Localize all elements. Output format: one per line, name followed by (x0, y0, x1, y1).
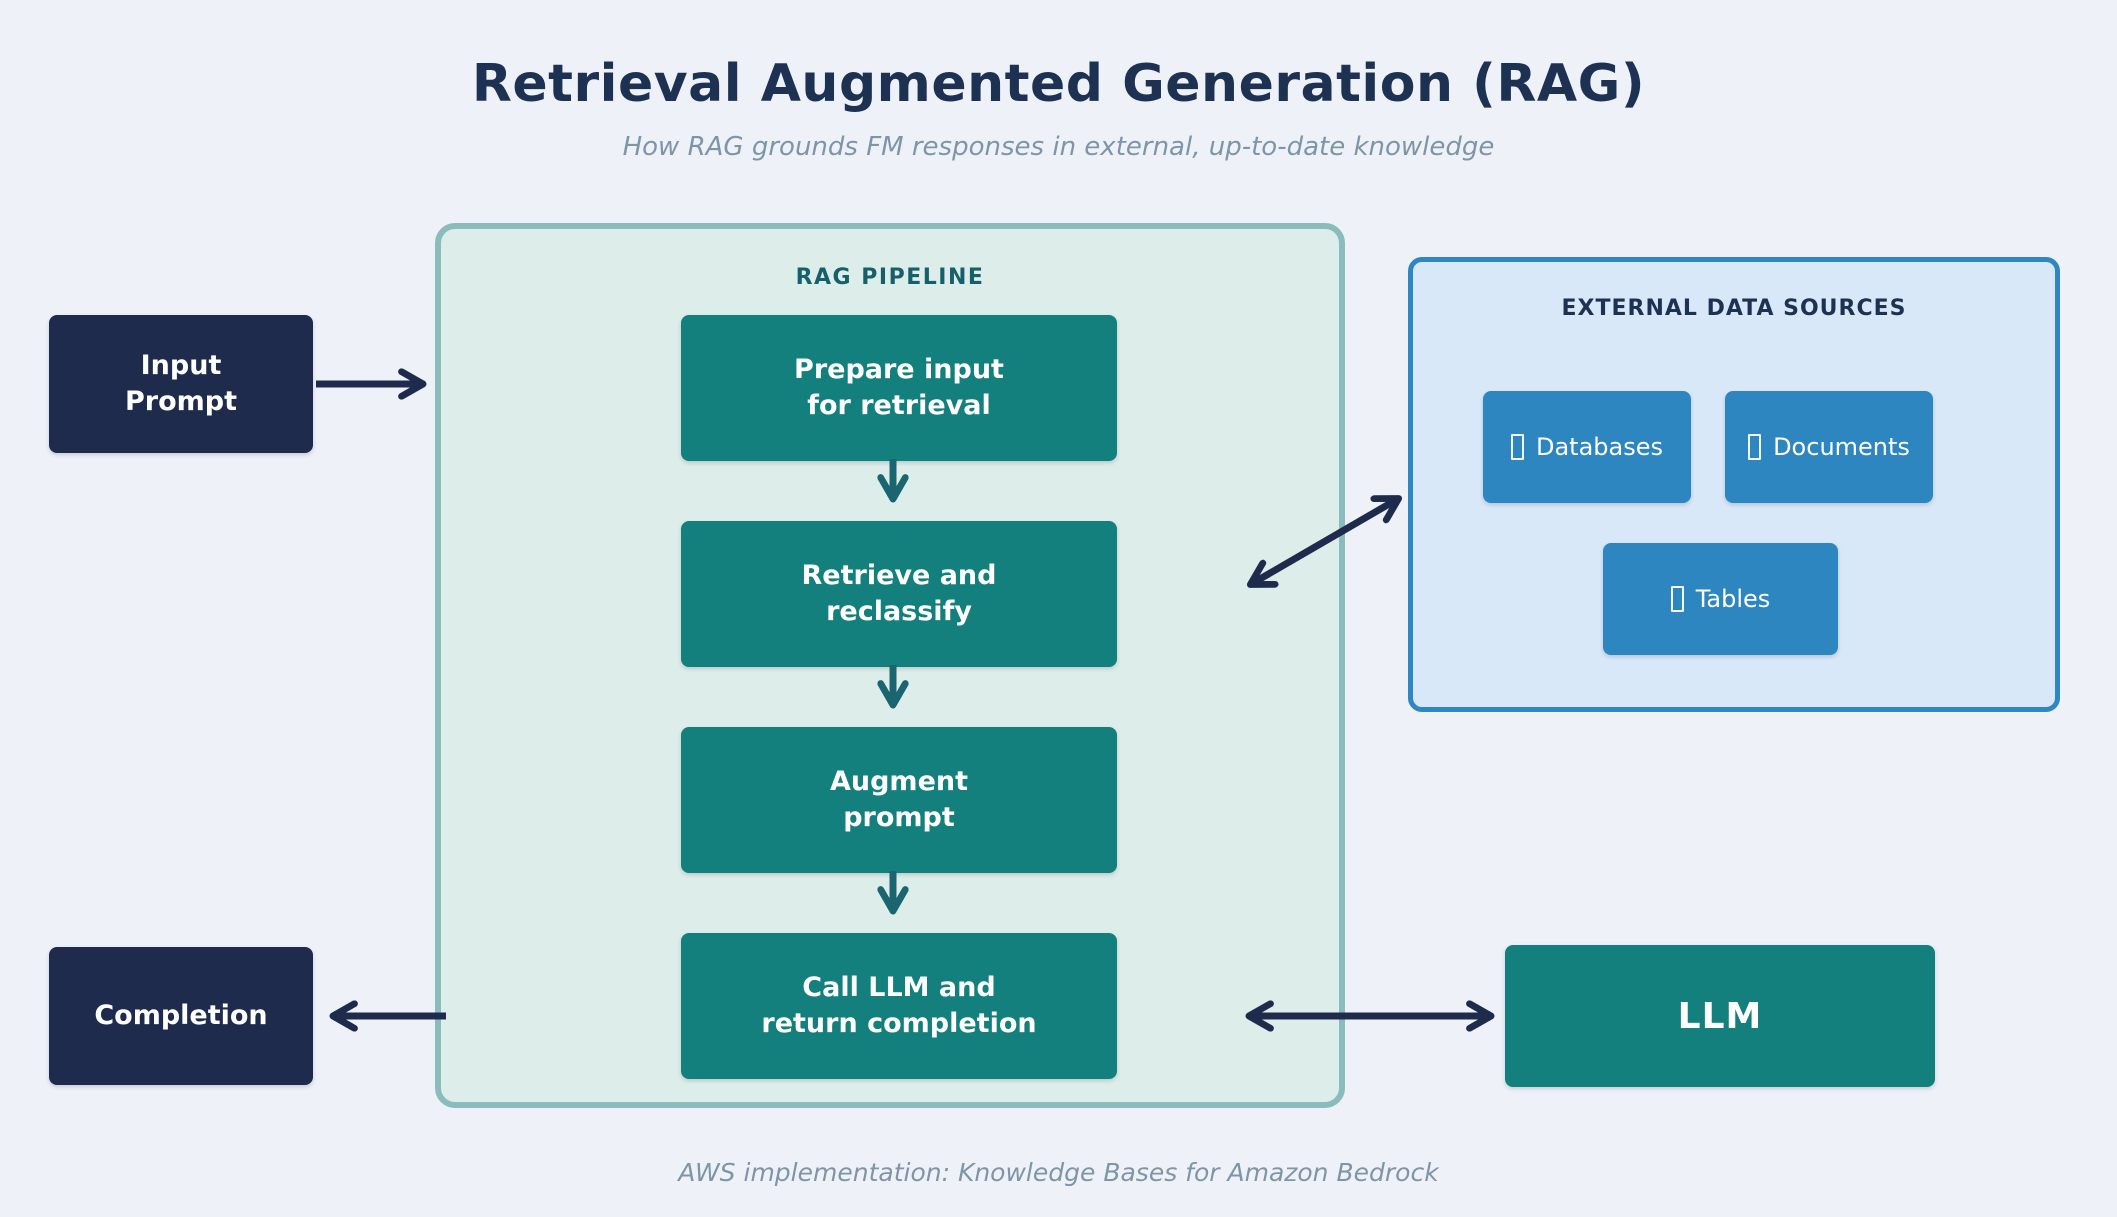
input-prompt-label-line1: Input (140, 349, 222, 381)
tables-icon (1670, 586, 1684, 612)
step-label: Augment (829, 765, 969, 797)
documents-box: Documents (1725, 391, 1933, 503)
documents-icon (1748, 434, 1762, 460)
rag-pipeline-container: RAG PIPELINE Prepare input for retrieval… (435, 223, 1345, 1108)
step-retrieve-reclassify: Retrieve and reclassify (681, 521, 1117, 667)
page-footer: AWS implementation: Knowledge Bases for … (678, 1158, 1439, 1187)
input-prompt-box: Input Prompt (49, 315, 313, 453)
step-prepare-input: Prepare input for retrieval (681, 315, 1117, 461)
external-data-sources-title: EXTERNAL DATA SOURCES (1561, 296, 1907, 321)
completion-box: Completion (49, 947, 313, 1085)
step-call-llm: Call LLM and return completion (681, 933, 1117, 1079)
step-label: Prepare input (794, 353, 1004, 385)
tables-box: Tables (1603, 543, 1838, 655)
step-augment-prompt: Augment prompt (681, 727, 1117, 873)
page-subtitle: How RAG grounds FM responses in external… (622, 132, 1495, 162)
step-label: Retrieve and (801, 559, 997, 591)
input-prompt-label-line2: Prompt (124, 386, 238, 417)
databases-icon (1510, 434, 1524, 460)
step-label: for retrieval (807, 390, 991, 421)
databases-label: Databases (1535, 433, 1664, 461)
llm-label: LLM (1677, 995, 1763, 1037)
completion-label: Completion (94, 999, 268, 1031)
databases-box: Databases (1483, 391, 1691, 503)
llm-box: LLM (1505, 945, 1935, 1087)
page-title: Retrieval Augmented Generation (RAG) (471, 54, 1646, 114)
tables-label: Tables (1695, 585, 1771, 613)
step-label: prompt (843, 802, 955, 833)
rag-pipeline-title: RAG PIPELINE (795, 265, 985, 290)
step-label: Call LLM and (802, 971, 996, 1003)
step-label: return completion (761, 1008, 1037, 1039)
external-data-sources-container: EXTERNAL DATA SOURCES Databases Document… (1408, 257, 2060, 712)
documents-label: Documents (1773, 433, 1910, 461)
step-label: reclassify (826, 596, 972, 627)
